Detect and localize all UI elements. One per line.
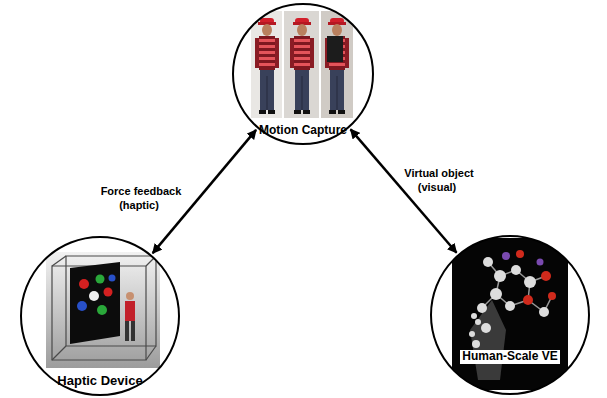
- virtual-environment-picture-part-part: [477, 303, 487, 313]
- motion-capture-photos: [251, 11, 353, 118]
- circle-outline: [430, 235, 590, 395]
- haptic-device-picture-part-part: [146, 346, 156, 360]
- virtual-environment-picture-part-part: [472, 340, 480, 348]
- virtual-environment-picture-part-part: [524, 276, 536, 288]
- haptic-device-picture-part: [70, 262, 120, 344]
- motion-capture-photos-part: [321, 11, 353, 118]
- haptic-device-picture-part: [52, 256, 156, 360]
- haptic-device-picture-part: [131, 321, 135, 341]
- motion-capture-photos-part: [251, 11, 282, 118]
- motion-capture-photos-part: [290, 18, 314, 114]
- haptic-device-picture-part: [126, 292, 134, 300]
- circle-node: Human-Scale VE: [430, 235, 590, 395]
- haptic-device-picture-part: [79, 279, 89, 289]
- virtual-environment-picture: [452, 238, 568, 390]
- haptic-device-picture: [46, 252, 160, 368]
- virtual-environment-picture-part-part: [511, 265, 521, 275]
- motion-capture-photos-part: [327, 36, 343, 62]
- circle-border: [21, 237, 179, 395]
- node-label: Motion Capture: [257, 124, 349, 138]
- virtual-environment-picture-part: [516, 250, 556, 305]
- haptic-device-picture-part-part: [52, 266, 146, 360]
- haptic-device-picture-part-part: [66, 256, 156, 346]
- haptic-device-picture-part: [104, 288, 113, 297]
- circle-node: Motion Capture: [232, 3, 374, 145]
- virtual-environment-picture-part-part: [475, 319, 481, 325]
- edge-label-box: Force feedback (haptic): [92, 184, 188, 213]
- virtual-environment-picture-part-part: [494, 270, 506, 282]
- haptic-device-picture-part: [109, 275, 116, 282]
- virtual-environment-picture-part-part: [471, 313, 477, 319]
- haptic-device-picture-part: [125, 301, 135, 321]
- node-label-row: Haptic Device: [20, 374, 180, 389]
- haptic-device-picture-part: [46, 252, 160, 368]
- virtual-environment-picture-part: [502, 252, 510, 260]
- edge-label: Virtual object (visual): [402, 167, 473, 193]
- node-label-row: Motion Capture: [232, 124, 374, 138]
- motion-capture-photos-part: [284, 11, 319, 118]
- virtual-environment-picture-part-part: [490, 288, 502, 300]
- virtual-environment-picture-part-part: [516, 250, 524, 258]
- circle-node: Haptic Device: [20, 236, 180, 396]
- virtual-environment-picture-part: [476, 262, 552, 344]
- edge-label-box: Virtual object (visual): [390, 166, 486, 195]
- haptic-device-picture-part: [77, 301, 87, 311]
- virtual-environment-picture-part: [469, 257, 549, 348]
- node-label: Human-Scale VE: [460, 350, 559, 364]
- virtual-environment-picture-part-part: [469, 331, 475, 337]
- edge-label: Force feedback (haptic): [99, 185, 182, 211]
- virtual-environment-picture-part-part: [541, 271, 551, 281]
- virtual-environment-picture-part-part: [523, 295, 533, 305]
- virtual-environment-picture-part-part: [481, 323, 491, 333]
- node-label-row: Human-Scale VE: [430, 350, 590, 364]
- virtual-environment-picture-part-part: [548, 292, 556, 300]
- node-label: Haptic Device: [55, 374, 144, 389]
- virtual-environment-picture-part: [470, 300, 506, 380]
- virtual-environment-picture-part-part: [539, 307, 549, 317]
- haptic-device-picture-part: [125, 321, 129, 341]
- haptic-device-picture-part: [89, 291, 99, 301]
- haptic-device-picture-part-part: [52, 256, 66, 266]
- motion-capture-photos-part: [255, 18, 279, 114]
- virtual-environment-picture-part: [537, 259, 544, 266]
- motion-capture-photos-part: [325, 18, 349, 114]
- haptic-device-picture-part-part: [52, 346, 66, 360]
- haptic-device-picture-part: [97, 305, 107, 315]
- virtual-environment-picture-part-part: [483, 257, 493, 267]
- virtual-environment-picture-part: [452, 238, 568, 390]
- circle-outline: [20, 236, 180, 396]
- virtual-environment-picture-part-part: [505, 301, 515, 311]
- haptic-device-picture-part: [96, 275, 105, 284]
- circle-border: [233, 4, 373, 144]
- circle-border: [431, 236, 589, 394]
